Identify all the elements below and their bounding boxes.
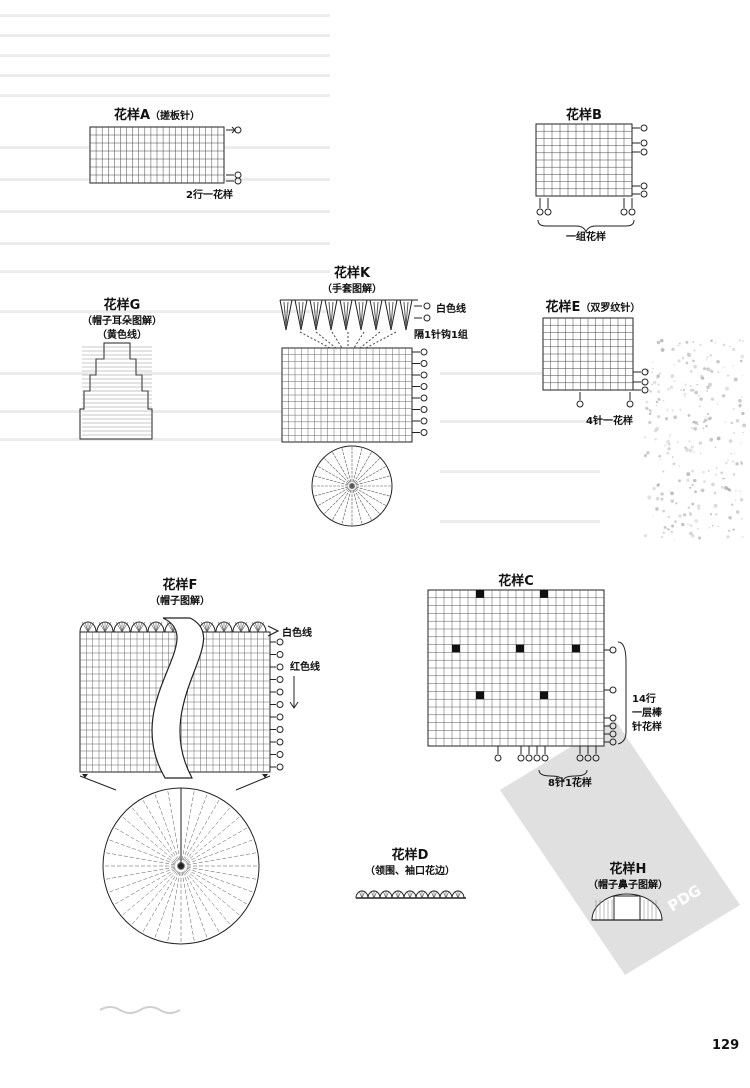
pattern-b-chart <box>535 123 648 234</box>
pattern-g-chart <box>79 342 153 440</box>
pattern-g-subtitle: （帽子耳朵图解） <box>82 316 162 327</box>
page-number: 129 <box>712 1038 740 1053</box>
pattern-b-repeat-note: 一组花样 <box>566 232 606 243</box>
pattern-f-red-yarn: 红色线 <box>290 662 320 673</box>
pattern-k-subtitle: （手套图解） <box>322 284 382 295</box>
pattern-h-chart <box>591 893 663 921</box>
pattern-g-yarn-note: （黄色线） <box>97 330 147 341</box>
pattern-d-subtitle: （领围、袖口花边） <box>365 866 455 877</box>
pattern-d-title: 花样D <box>391 848 429 863</box>
pattern-a-repeat-note: 2行一花样 <box>186 190 233 201</box>
pattern-c-title: 花样C <box>498 574 534 589</box>
pattern-f-title: 花样F <box>162 578 198 593</box>
pattern-c-side-note-3: 针花样 <box>632 722 662 733</box>
pattern-c-repeat-note: 8针1花样 <box>548 778 592 789</box>
pattern-d-chart <box>355 890 466 899</box>
pattern-b-title: 花样B <box>566 108 602 123</box>
pattern-k-note: 隔1针钩1组 <box>414 330 468 341</box>
pattern-c-chart <box>427 589 627 783</box>
pattern-f-white-yarn: 白色线 <box>282 628 312 639</box>
pattern-h-title: 花样H <box>609 862 647 877</box>
pattern-f-subtitle: （帽子图解） <box>150 596 210 607</box>
scan-speckle <box>643 338 747 541</box>
pattern-e-repeat-note: 4针一花样 <box>586 416 633 427</box>
pattern-k-chart <box>279 299 431 527</box>
pattern-c-side-note-1: 14行 <box>632 694 656 705</box>
pattern-e-title: 花样E（双罗纹针） <box>545 300 641 315</box>
pattern-k-title: 花样K <box>333 266 371 281</box>
pattern-a-title: 花样A（搓板针） <box>113 108 201 123</box>
pattern-e-chart <box>542 317 649 408</box>
pattern-g-title: 花样G <box>103 298 141 313</box>
pattern-k-white-yarn: 白色线 <box>436 304 466 315</box>
pattern-a-chart <box>89 126 242 185</box>
pattern-h-subtitle: （帽子鼻子图解） <box>588 880 668 891</box>
watermark-stamp: PDG <box>500 720 740 975</box>
pattern-c-side-note-2: 一层棒 <box>632 708 662 719</box>
faint-border <box>99 1006 181 1014</box>
pattern-f-chart <box>79 617 299 945</box>
